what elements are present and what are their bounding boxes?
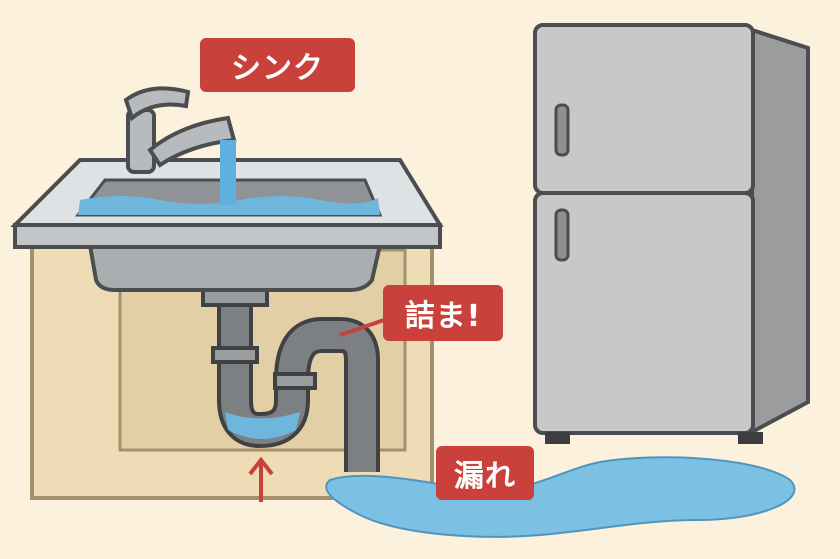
sink-label: シンク <box>200 38 355 92</box>
arrow-up-icon <box>248 456 274 502</box>
clog-label: 詰ま! <box>383 285 503 341</box>
faucet <box>123 86 237 205</box>
drain-pipe <box>201 283 380 472</box>
refrigerator <box>533 23 810 444</box>
leak-label: 漏れ <box>436 446 534 500</box>
pointer-line <box>339 316 391 337</box>
